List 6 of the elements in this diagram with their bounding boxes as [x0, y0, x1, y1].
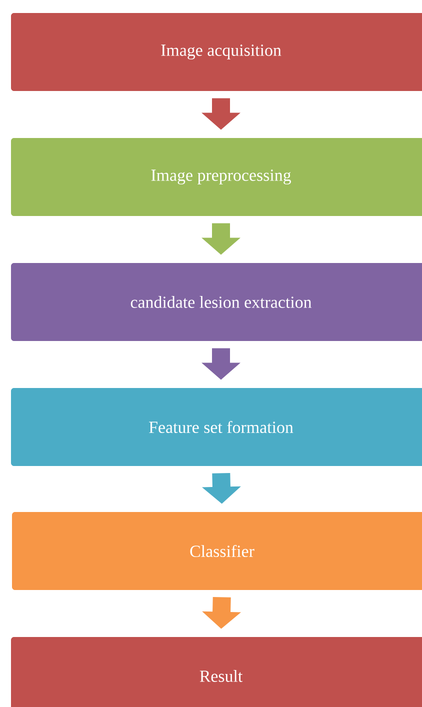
process-box: Image acquisition — [11, 13, 422, 91]
process-box: Feature set formation — [11, 388, 422, 466]
process-box: Classifier — [12, 512, 422, 590]
process-box: Image preprocessing — [11, 138, 422, 216]
process-box: candidate lesion extraction — [11, 263, 422, 341]
process-box: Result — [11, 637, 422, 707]
